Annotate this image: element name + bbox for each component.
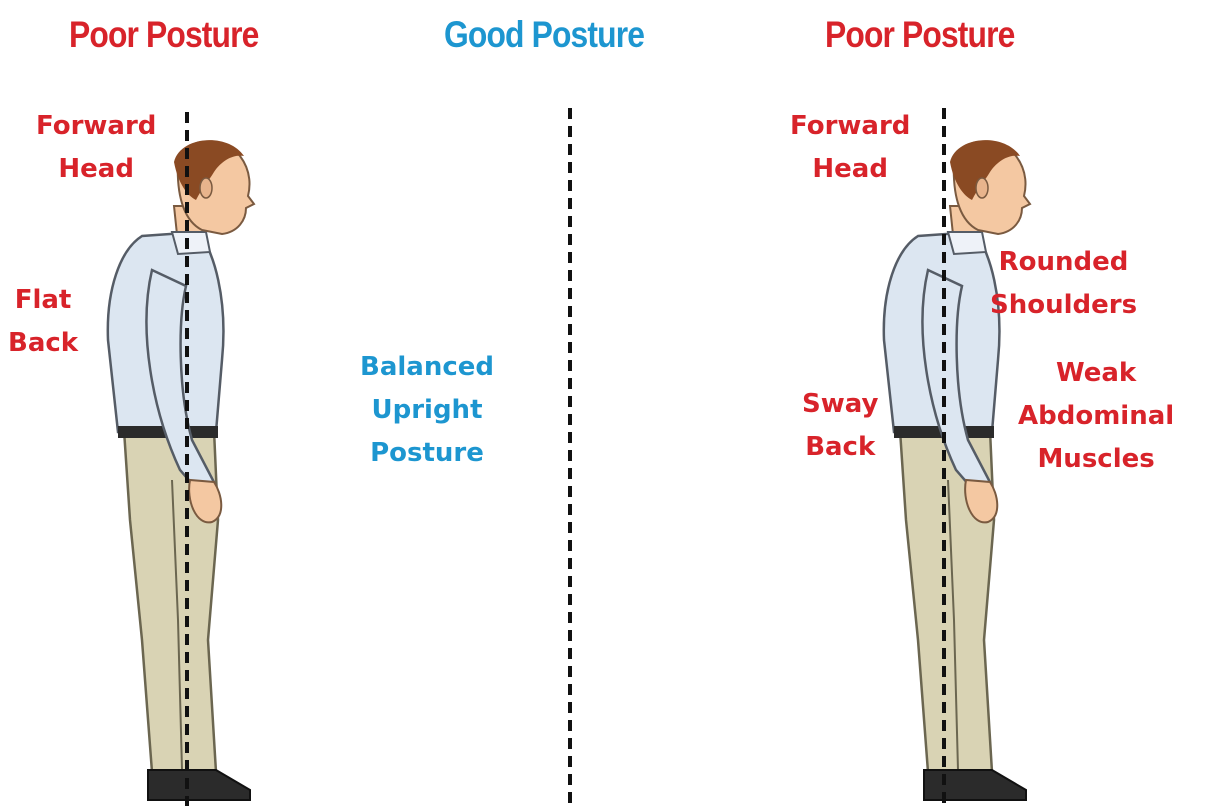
person-figure <box>884 140 1030 800</box>
person-figure <box>108 140 254 800</box>
